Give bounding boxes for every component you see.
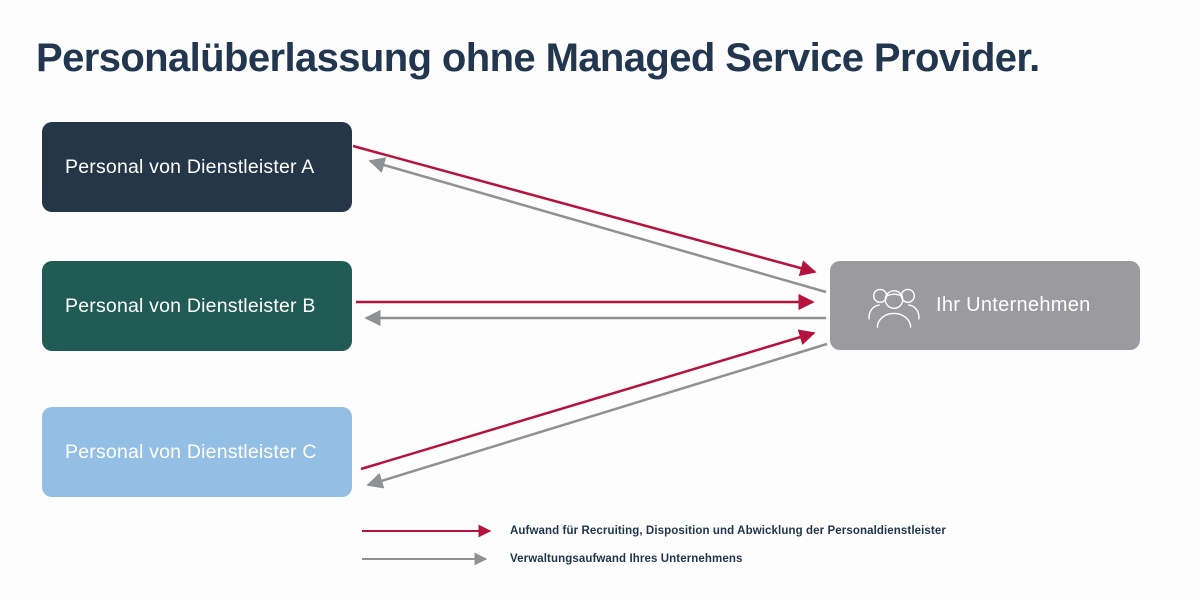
- arrow-red-provider-a-to-company: [352, 144, 817, 276]
- arrow-gray-company-to-provider-c: [366, 342, 828, 489]
- provider-box-c-label: Personal von Dienstleister C: [65, 440, 317, 463]
- provider-box-b: Personal von Dienstleister B: [42, 261, 352, 351]
- people-group-icon: [866, 282, 922, 330]
- company-box-label: Ihr Unternehmen: [936, 294, 1091, 316]
- provider-box-b-label: Personal von Dienstleister B: [65, 294, 316, 317]
- provider-box-a-label: Personal von Dienstleister A: [65, 155, 315, 178]
- provider-box-c: Personal von Dienstleister C: [42, 407, 352, 497]
- page-title: Personalüberlassung ohne Managed Service…: [36, 36, 1040, 80]
- legend-item-red-label: Aufwand für Recruiting, Disposition und …: [510, 525, 946, 537]
- company-box: Ihr Unternehmen: [830, 261, 1140, 350]
- arrow-gray-company-to-provider-a: [368, 157, 827, 294]
- provider-box-a: Personal von Dienstleister A: [42, 122, 352, 212]
- legend-item-gray-label: Verwaltungsaufwand Ihres Unternehmens: [510, 553, 743, 565]
- arrow-red-provider-c-to-company: [360, 329, 816, 471]
